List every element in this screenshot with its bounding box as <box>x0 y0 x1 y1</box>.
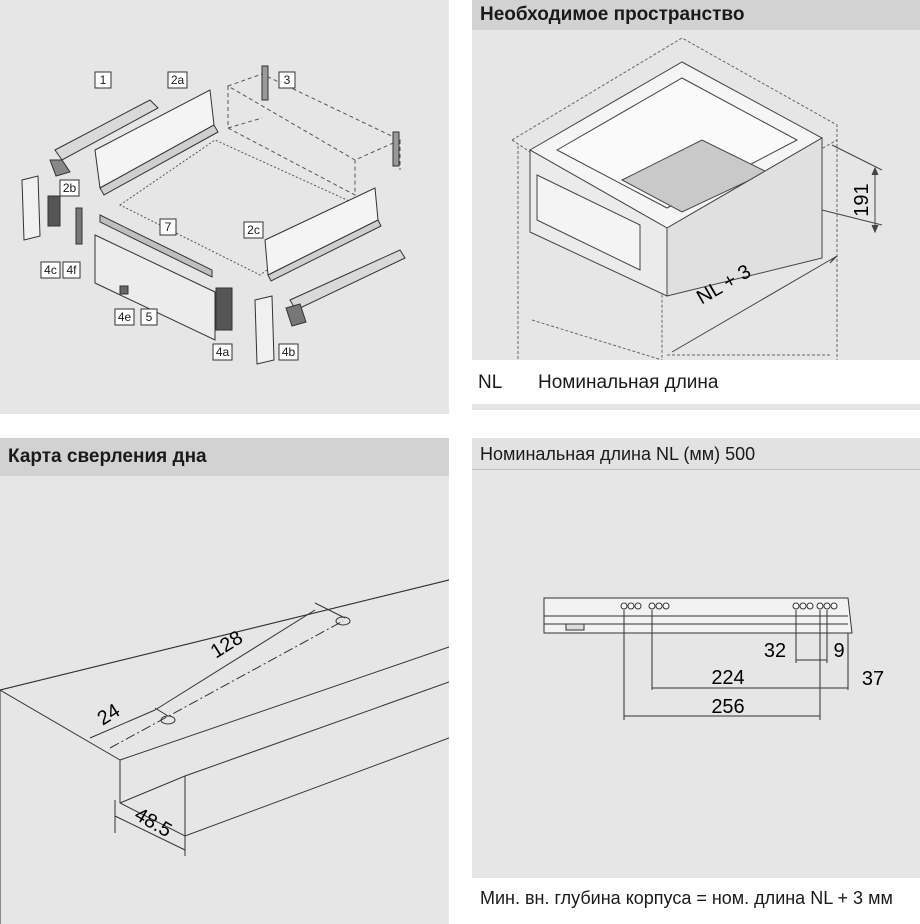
dimension-9: 9 <box>833 640 844 662</box>
part-label-box-4c <box>40 261 61 279</box>
part-label-box-3 <box>278 71 296 89</box>
depth-footnote: Мин. вн. глубина корпуса = ном. длина NL… <box>480 888 893 908</box>
part-label-box-4e <box>114 308 135 326</box>
part-label-box-2c <box>243 221 264 239</box>
nominal-length-value: 500 <box>725 444 756 464</box>
part-label-box-2b <box>59 179 80 197</box>
part-label-4a: 4a <box>216 345 230 359</box>
space-required-title: Необходимое пространство <box>472 0 920 30</box>
rail-detail-header: Номинальная длина NL (мм) 500 <box>472 438 920 470</box>
legend-abbreviation: NL <box>478 372 503 393</box>
dimension-224: 224 <box>711 667 744 689</box>
part-label-2b: 2b <box>63 181 77 195</box>
part-label-box-7 <box>159 218 177 236</box>
part-label-box-2a <box>167 71 188 89</box>
dimension-32: 32 <box>764 640 786 662</box>
nominal-length-label: Номинальная длина NL (мм) <box>480 444 721 464</box>
part-label-4e: 4e <box>118 310 132 324</box>
part-label-1: 1 <box>100 73 107 87</box>
part-label-2a: 2a <box>171 73 185 87</box>
part-label-4f: 4f <box>66 263 77 277</box>
drilling-map-title: Карта сверления дна <box>0 438 449 476</box>
footer-row: Мин. вн. глубина корпуса = ном. длина NL… <box>472 878 920 924</box>
legend-row: NL Номинальная длина <box>472 360 920 404</box>
part-label-box-1 <box>94 71 112 89</box>
part-label-4c: 4c <box>44 263 57 277</box>
part-label-3: 3 <box>284 73 291 87</box>
space-required-panel: Необходимое пространство <box>472 0 920 410</box>
dimension-128: 128 <box>207 627 247 663</box>
rail-detail-panel: Номинальная длина NL (мм) 500 <box>472 438 920 924</box>
part-label-box-4f <box>62 261 81 279</box>
drilling-map-panel: Карта сверления дна 12 <box>0 438 449 924</box>
part-label-4b: 4b <box>282 345 296 359</box>
part-label-7: 7 <box>165 220 172 234</box>
height-dimension-label: 191 <box>851 183 873 216</box>
exploded-view-panel: 1 2a 3 2b 4c 4f 7 2c 4e 5 4a 4b <box>0 0 449 414</box>
drilling-map-drawing: 128 24 48.5 <box>0 579 449 924</box>
part-label-box-5 <box>140 308 158 326</box>
part-label-5: 5 <box>146 310 153 324</box>
part-label-2c: 2c <box>247 223 260 237</box>
dimension-256: 256 <box>711 696 744 718</box>
exploded-drawer-drawing: 1 2a 3 2b 4c 4f 7 2c 4e 5 4a 4b <box>21 65 406 365</box>
cabinet-space-drawing: 191 NL + 3 <box>511 37 883 361</box>
part-label-box-4b <box>278 343 299 361</box>
rail-drawing: 32 9 224 37 256 <box>543 597 884 720</box>
part-label-box-4a <box>212 343 233 361</box>
dimension-37: 37 <box>862 668 884 690</box>
legend-description: Номинальная длина <box>538 372 719 393</box>
dimension-48-5: 48.5 <box>131 804 176 843</box>
